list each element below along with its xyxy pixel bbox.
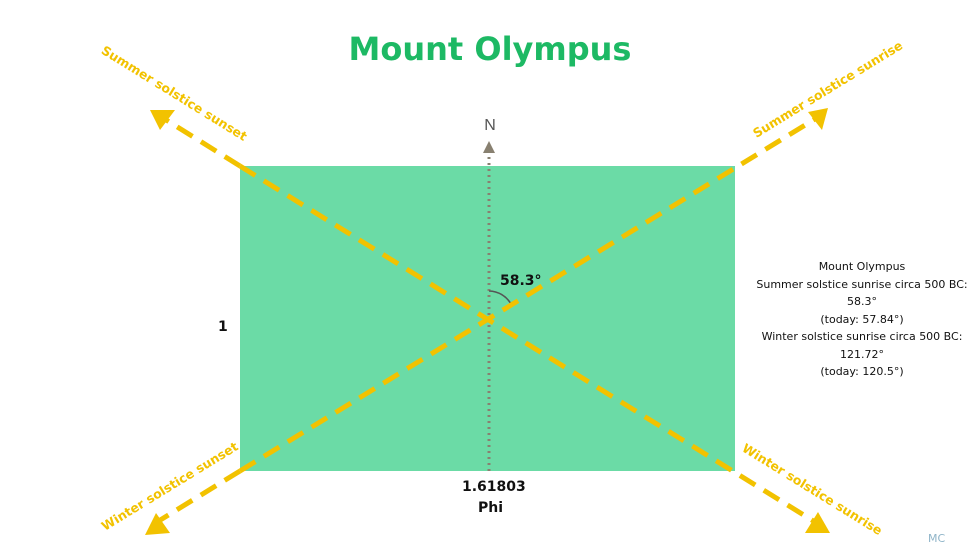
angle-label: 58.3° — [500, 273, 542, 289]
arrowhead-top-left — [150, 110, 175, 130]
info-line-3: 58.3° — [847, 295, 877, 308]
page-title: Mount Olympus — [348, 30, 632, 68]
info-line-7: (today: 120.5°) — [820, 365, 904, 378]
north-arrowhead — [483, 141, 495, 153]
info-line-1: Mount Olympus — [818, 260, 906, 273]
credit-mark: MC — [928, 532, 946, 545]
label-winter-sunset: Winter solstice sunset — [99, 439, 241, 534]
ratio-label: Phi — [478, 500, 504, 516]
info-box: Mount Olympus Summer solstice sunrise ci… — [742, 258, 980, 381]
width-label: 1.61803 — [462, 479, 526, 495]
info-line-6: 121.72° — [840, 347, 884, 361]
height-label: 1 — [218, 319, 228, 335]
diagonal-winter-sunset-summer-sunrise — [238, 116, 817, 474]
diagonal-summer-sunset-extension — [161, 115, 242, 169]
angle-arc — [488, 290, 512, 305]
diagonal-summer-sunset-winter-sunrise — [238, 163, 817, 525]
arrowhead-top-right — [808, 108, 828, 130]
info-line-5: Winter solstice sunrise circa 500 BC: — [761, 330, 963, 343]
arrowhead-bottom-left — [145, 513, 170, 535]
info-line-4: (today: 57.84°) — [820, 312, 904, 326]
diagonal-winter-sunset-extension — [155, 468, 242, 525]
north-label: N — [484, 117, 496, 134]
info-line-2: Summer solstice sunrise circa 500 BC: — [756, 277, 968, 291]
arrowhead-bottom-right — [805, 512, 830, 533]
